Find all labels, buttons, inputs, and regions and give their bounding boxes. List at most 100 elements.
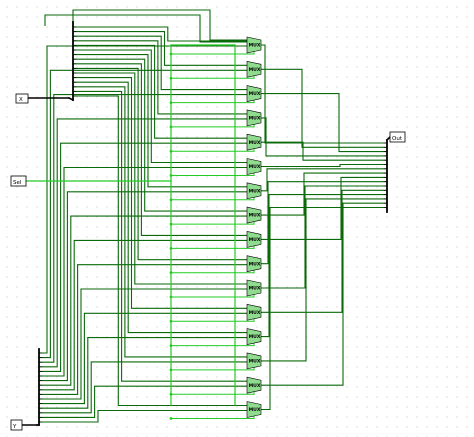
mux-body xyxy=(246,328,262,345)
x-bit-wire xyxy=(44,14,247,43)
mux-label: MUX xyxy=(249,310,261,316)
x-bit-wire xyxy=(73,77,247,309)
mux-0[interactable]: MUX xyxy=(246,36,262,54)
mux-label: MUX xyxy=(249,383,261,389)
sel-junction xyxy=(169,417,173,420)
x-bit-wire xyxy=(73,95,247,407)
mux-2[interactable]: MUX xyxy=(246,85,262,102)
mux-body xyxy=(246,352,262,370)
input-pin-sel[interactable]: Sel xyxy=(10,175,27,187)
sel-junction xyxy=(169,198,173,202)
mux-label: MUX xyxy=(249,286,261,292)
sel-wires xyxy=(25,44,255,420)
y-bit-wire xyxy=(39,288,247,400)
x-bit-wire xyxy=(73,35,247,91)
sel-junction xyxy=(169,271,173,275)
mux-label: MUX xyxy=(249,164,261,170)
y-bit-wire xyxy=(39,312,247,405)
mux-11[interactable]: MUX xyxy=(246,303,262,321)
mux-8[interactable]: MUX xyxy=(246,231,262,248)
sel-junction xyxy=(169,222,173,226)
sel-junction xyxy=(169,344,173,347)
mux-body xyxy=(246,60,262,78)
mux-body xyxy=(246,255,262,273)
mux-label: MUX xyxy=(249,67,261,73)
mux-7[interactable]: MUX xyxy=(246,206,262,224)
y-bit-wire xyxy=(39,239,247,391)
x-bit-wire xyxy=(73,90,247,382)
mux-6[interactable]: MUX xyxy=(246,182,262,200)
mux-15[interactable]: MUX xyxy=(246,401,262,418)
mux-label: MUX xyxy=(249,237,261,243)
x-bit-wire xyxy=(73,58,247,212)
mux-label: MUX xyxy=(249,261,261,267)
x-bit-wire xyxy=(73,86,247,358)
input-pin-y[interactable]: Y xyxy=(10,419,23,431)
y-bit-wire xyxy=(39,69,247,359)
mux-10[interactable]: MUX xyxy=(246,279,262,297)
input-pin-x[interactable]: X xyxy=(15,93,29,104)
x-y-bus-wires xyxy=(39,9,387,423)
mux-components: MUX MUX MUX MUX MUX MUX MUX MUX MUX MUX MUX MUX MUX M… xyxy=(246,36,262,418)
mux-output-wire xyxy=(261,206,387,411)
mux-output-wire xyxy=(261,68,387,148)
x-bit-wire xyxy=(73,72,247,285)
x-bit-wire xyxy=(73,31,247,66)
sel-junction xyxy=(169,52,173,56)
mux-output-wire xyxy=(261,194,387,338)
output-pin-out-label: Out xyxy=(392,136,403,142)
output-pin-out[interactable]: Out xyxy=(389,131,406,143)
mux-body xyxy=(246,85,262,102)
mux-output-wire xyxy=(261,163,387,168)
splitter-buses xyxy=(21,21,392,426)
y-bit-wire xyxy=(39,166,247,377)
y-bit-wire xyxy=(39,45,247,354)
sel-junction xyxy=(169,319,173,323)
mux-1[interactable]: MUX xyxy=(246,60,262,78)
x-bit-wire xyxy=(73,26,247,42)
input-pin-x-label: X xyxy=(19,97,23,103)
x-bit-wire xyxy=(73,49,247,164)
mux-output-wire xyxy=(261,176,387,240)
mux-label: MUX xyxy=(249,91,261,97)
mux-output-wire xyxy=(261,185,387,289)
y-bit-wire xyxy=(39,118,247,368)
mux-output-wire xyxy=(261,141,387,161)
x-bit-wire xyxy=(73,54,247,188)
mux-label: MUX xyxy=(249,43,261,49)
y-bit-wire xyxy=(39,337,247,409)
mux-output-wire xyxy=(261,117,387,157)
mux-9[interactable]: MUX xyxy=(246,255,262,273)
mux-body xyxy=(246,376,262,394)
mux-5[interactable]: MUX xyxy=(246,158,262,175)
sel-junction xyxy=(169,76,173,80)
y-bit-wire xyxy=(39,142,247,372)
x-bit-wire xyxy=(73,67,247,261)
mux-body xyxy=(246,109,262,127)
x-bit-wire xyxy=(73,81,247,334)
sel-junction xyxy=(169,125,173,129)
mux-body xyxy=(246,158,262,175)
mux-label: MUX xyxy=(249,213,261,219)
input-pin-y-label: Y xyxy=(12,424,17,430)
mux-3[interactable]: MUX xyxy=(246,109,262,127)
mux-12[interactable]: MUX xyxy=(246,328,262,345)
mux-label: MUX xyxy=(249,140,261,146)
sel-junction xyxy=(169,368,173,372)
mux-body xyxy=(246,206,262,224)
mux-body xyxy=(246,401,262,418)
mux-4[interactable]: MUX xyxy=(246,133,262,151)
mux-output-wire xyxy=(261,93,387,153)
sel-junction xyxy=(169,149,173,153)
mux-output-wire xyxy=(261,202,387,386)
out-output-bus xyxy=(385,135,392,142)
mux-14[interactable]: MUX xyxy=(246,376,262,394)
input-pin-sel-label: Sel xyxy=(13,180,22,186)
mux-13[interactable]: MUX xyxy=(246,352,262,370)
mux-label: MUX xyxy=(249,359,261,365)
mux-body xyxy=(246,182,262,200)
x-bit-wire xyxy=(73,40,247,115)
mux-output-wire xyxy=(261,181,387,265)
